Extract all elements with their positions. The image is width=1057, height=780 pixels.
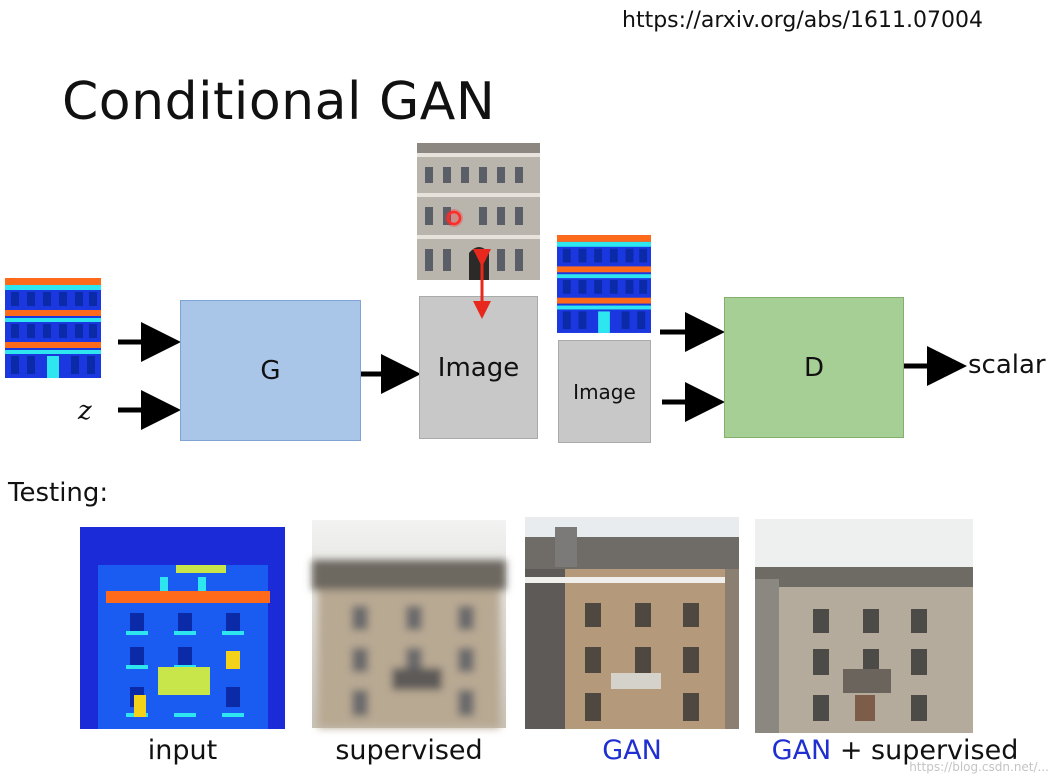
caption-gan: GAN: [602, 735, 662, 766]
caption-supervised: supervised: [335, 735, 483, 766]
gan-supervised-output-image: [755, 519, 973, 733]
watermark: https://blog.csdn.net/...: [909, 760, 1049, 774]
caption-supervised-part: + supervised: [831, 735, 1019, 766]
source-url: https://arxiv.org/abs/1611.07004: [622, 8, 984, 33]
testing-input-label-map: [80, 527, 285, 729]
scalar-output-label: scalar: [968, 350, 1046, 380]
supervised-output-image: [312, 520, 506, 728]
caption-gan-plus-supervised: GAN + supervised: [740, 735, 1050, 766]
input-image-label: Image: [573, 379, 636, 404]
noise-z-label: z: [78, 396, 92, 426]
caption-input: input: [147, 735, 218, 766]
generated-image-label: Image: [437, 352, 520, 383]
testing-heading: Testing:: [8, 478, 109, 508]
gan-output-image: [525, 517, 739, 729]
input-image-box: Image: [558, 340, 651, 443]
generated-image-box: Image: [419, 296, 538, 439]
discriminator-label: D: [803, 352, 825, 383]
slide-title: Conditional GAN: [62, 72, 496, 132]
generator-label: G: [260, 355, 281, 386]
condition-label-map-thumbnail: [557, 235, 651, 333]
discriminator-box: D: [724, 297, 904, 438]
input-label-map-thumbnail: [5, 278, 101, 378]
caption-gan-part: GAN: [771, 735, 832, 766]
generator-box: G: [180, 300, 361, 441]
